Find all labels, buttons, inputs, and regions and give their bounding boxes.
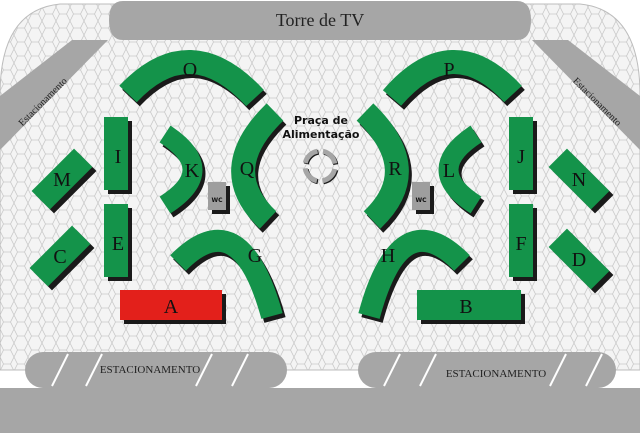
sector-d-label: D	[572, 249, 586, 271]
sector-q[interactable]: Q	[231, 103, 287, 233]
food-court-label-1: Praça de	[294, 114, 348, 127]
tv-tower-label: Torre de TV	[276, 10, 364, 30]
food-court-label-2: Alimentação	[283, 128, 360, 141]
sector-d[interactable]: D	[548, 228, 614, 294]
parking-bottom-right-label: ESTACIONAMENTO	[446, 368, 546, 380]
sector-r[interactable]: R	[356, 103, 412, 233]
restroom-right-label: WC	[415, 197, 427, 204]
sector-e[interactable]: E	[104, 204, 132, 281]
tv-tower-building: Torre de TV	[109, 1, 531, 40]
bottom-road	[0, 388, 640, 433]
food-court-ring-icon	[302, 148, 339, 185]
restroom-left[interactable]: WC	[208, 182, 230, 214]
sector-f[interactable]: F	[509, 204, 537, 281]
parking-bottom-left-label: ESTACIONAMENTO	[100, 364, 200, 376]
sector-a-label: A	[164, 296, 179, 318]
sector-l-label: L	[443, 160, 455, 182]
parking-bottom-left: ESTACIONAMENTO	[25, 352, 287, 388]
sector-c-label: C	[53, 246, 66, 268]
sector-k-label: K	[185, 160, 200, 182]
sector-g[interactable]: G	[170, 229, 286, 323]
sector-l[interactable]: L	[438, 125, 485, 218]
sector-n[interactable]: N	[548, 148, 614, 214]
sector-m[interactable]: M	[31, 148, 97, 214]
sector-p-label: P	[443, 59, 454, 81]
sector-c[interactable]: C	[29, 225, 95, 291]
pavement-area	[0, 3, 640, 371]
restroom-right[interactable]: WC	[412, 182, 434, 214]
sector-k[interactable]: K	[159, 125, 206, 218]
sector-q-label: Q	[240, 158, 255, 180]
sector-j[interactable]: J	[509, 117, 537, 194]
sector-n-label: N	[572, 169, 586, 191]
sector-b[interactable]: B	[417, 290, 525, 324]
sector-f-label: F	[515, 233, 526, 255]
sector-p[interactable]: P	[382, 50, 525, 111]
sector-h-label: H	[381, 245, 395, 267]
sector-e-label: E	[112, 233, 124, 255]
sector-r-label: R	[388, 158, 402, 180]
sector-o[interactable]: O	[119, 50, 267, 111]
sector-h[interactable]: H	[358, 229, 473, 323]
food-court[interactable]: Praça de Alimentação	[283, 114, 360, 185]
sector-g-label: G	[248, 245, 262, 267]
sector-o-label: O	[183, 59, 197, 81]
parking-bottom-right: ESTACIONAMENTO	[358, 352, 616, 388]
sector-i-label: I	[115, 146, 122, 168]
sector-a[interactable]: A	[120, 290, 226, 324]
sector-i[interactable]: I	[104, 117, 132, 194]
sector-j-label: J	[517, 146, 525, 168]
restroom-left-label: WC	[211, 197, 223, 204]
sector-m-label: M	[53, 169, 71, 191]
sector-b-label: B	[459, 296, 472, 318]
